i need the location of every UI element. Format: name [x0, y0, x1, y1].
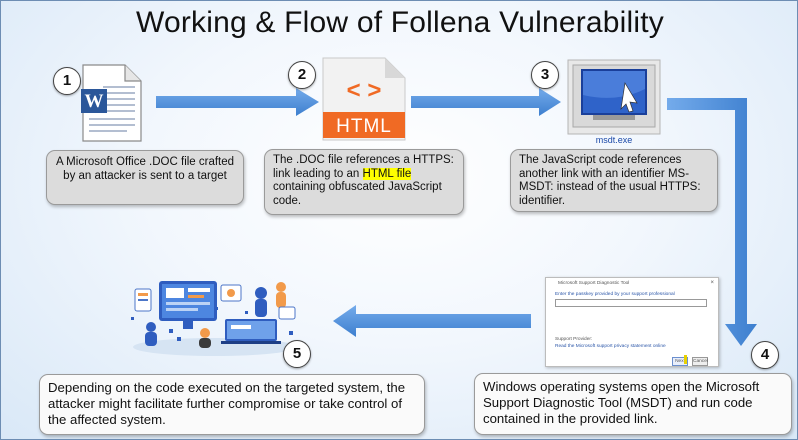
step-5-number: 5 — [283, 340, 311, 368]
arrow-step2-to-step3 — [411, 88, 561, 116]
step-2-highlight: HTML file — [362, 167, 412, 180]
msdt-dialog-screenshot: Microsoft Support Diagnostic Tool × Ente… — [545, 277, 719, 367]
dialog-passkey-input — [555, 299, 707, 307]
dialog-cancel-button: Cancel — [692, 357, 708, 366]
step-2-text-before: The .DOC file references a HTTPS: link l… — [273, 154, 454, 180]
dialog-next-button: Next — [672, 357, 688, 366]
step-1-description: A Microsoft Office .DOC file crafted by … — [46, 150, 244, 205]
msdt-caption: msdt.exe — [595, 135, 633, 145]
dialog-title: Microsoft Support Diagnostic Tool — [558, 281, 630, 286]
attack-illustration — [131, 281, 297, 356]
dialog-provider-label: Support Provider: — [555, 337, 593, 342]
arrow-step1-to-step2 — [156, 88, 319, 116]
step-1-number: 1 — [53, 67, 81, 95]
word-document-icon: W — [81, 64, 142, 142]
dialog-close-icon: × — [710, 280, 714, 286]
step-5-description: Depending on the code executed on the ta… — [39, 374, 425, 435]
step-3-description: The JavaScript code references another l… — [510, 149, 718, 212]
dialog-prompt: Enter the passkey provided by your suppo… — [555, 292, 675, 297]
step-2-text-after: containing obfuscated JavaScript code. — [273, 181, 442, 207]
step-4-description: Windows operating systems open the Micro… — [474, 373, 792, 435]
html-code-glyph: < > — [347, 77, 382, 104]
arrow-step4-to-step5 — [333, 305, 531, 337]
step-2-number: 2 — [288, 61, 316, 89]
step-4-number: 4 — [751, 341, 779, 369]
step-3-number: 3 — [531, 61, 559, 89]
arrow-step3-to-step4 — [667, 98, 757, 346]
diagram-title: Working & Flow of Follena Vulnerability — [135, 6, 665, 39]
dialog-cursor — [684, 355, 687, 364]
msdt-window-icon — [567, 59, 661, 135]
word-letter: W — [85, 91, 104, 112]
html-label: HTML — [336, 116, 392, 137]
html-file-icon: < > HTML — [322, 57, 406, 141]
step-2-description: The .DOC file references a HTTPS: link l… — [264, 149, 464, 215]
dialog-privacy-link: Read the Microsoft support privacy state… — [555, 344, 666, 349]
